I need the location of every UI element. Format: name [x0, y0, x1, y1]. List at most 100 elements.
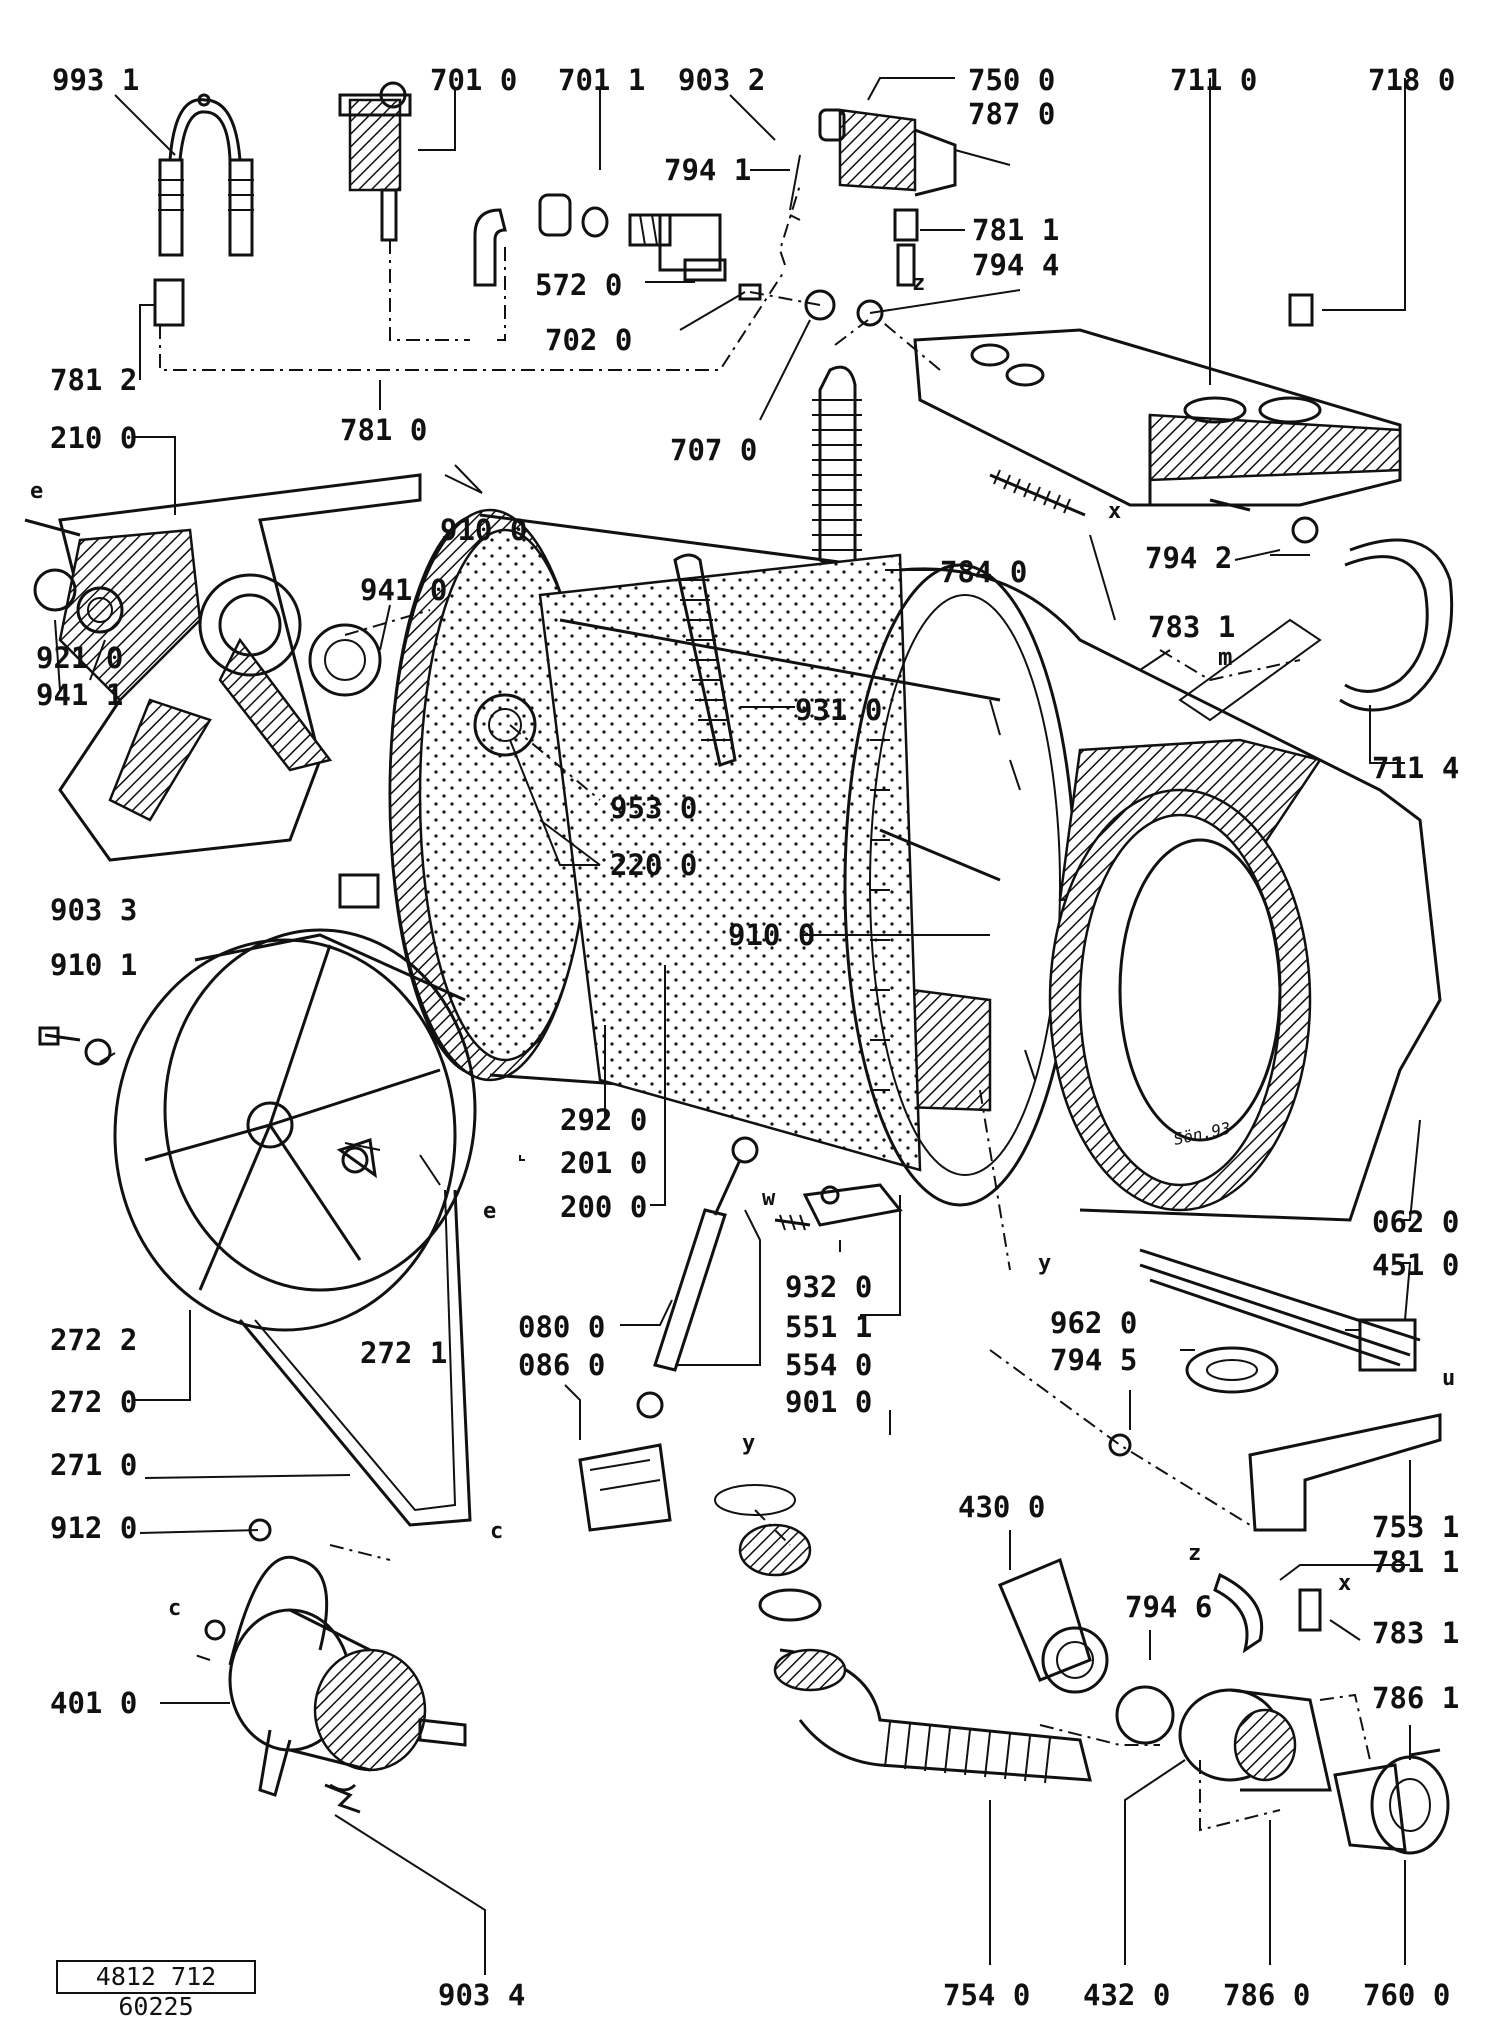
part-label-750-0: 750 0	[968, 63, 1055, 97]
dispenser-hose-drawing	[1178, 498, 1454, 722]
part-label-794-1: 794 1	[664, 153, 751, 187]
part-label-781-1-top: 781 1	[972, 213, 1059, 247]
part-label-781-2: 781 2	[50, 363, 137, 397]
part-label-781-1-bottom: 781 1	[1372, 1545, 1459, 1579]
part-label-901-0: 901 0	[785, 1385, 872, 1419]
part-label-903-4: 903 4	[438, 1978, 525, 2012]
part-label-783-1-top: 783 1	[1148, 610, 1235, 644]
part-label-272-2: 272 2	[50, 1323, 137, 1357]
part-label-718-0: 718 0	[1368, 63, 1455, 97]
drain-hose-drawing	[714, 1484, 1092, 1784]
drain-pump-drawing	[998, 1557, 1450, 1855]
inlet-valve-drawing	[473, 193, 727, 287]
part-label-786-1: 786 1	[1372, 1681, 1459, 1715]
part-label-783-1-bottom: 783 1	[1372, 1616, 1459, 1650]
part-label-931-0: 931 0	[795, 693, 882, 727]
part-label-781-0: 781 0	[340, 413, 427, 447]
dispenser-housing-drawing	[913, 293, 1402, 507]
outer-tub-front-drawing: Sön.93	[843, 563, 1442, 1222]
part-label-711-4: 711 4	[1372, 751, 1459, 785]
part-label-932-0: 932 0	[785, 1270, 872, 1304]
part-label-910-0-top: 910 0	[440, 513, 527, 547]
part-labels: 993 1 701 0 701 1 903 2 750 0 787 0 711 …	[36, 63, 1459, 2012]
bolt-washer-drawing	[38, 1026, 112, 1066]
part-label-903-2: 903 2	[678, 63, 765, 97]
part-label-271-0: 271 0	[50, 1448, 137, 1482]
hose-connector-drawing	[153, 93, 254, 327]
part-label-753-1: 753 1	[1372, 1510, 1459, 1544]
part-label-701-0: 701 0	[430, 63, 517, 97]
part-label-086-0: 086 0	[518, 1348, 605, 1382]
part-label-787-0: 787 0	[968, 97, 1055, 131]
marker-c-motor: c	[168, 1596, 181, 1621]
part-label-794-2: 794 2	[1145, 541, 1232, 575]
part-label-941-1: 941 1	[36, 678, 123, 712]
marker-z-top: z	[912, 271, 925, 296]
part-label-711-0: 711 0	[1170, 63, 1257, 97]
part-label-953-0: 953 0	[610, 791, 697, 825]
part-label-062-0: 062 0	[1372, 1205, 1459, 1239]
assembly-lines	[159, 184, 1371, 1832]
marker-c-belt: c	[490, 1519, 503, 1544]
marker-m: m	[1218, 643, 1232, 671]
part-label-551-1: 551 1	[785, 1310, 872, 1344]
part-label-941-0: 941 0	[360, 573, 447, 607]
part-label-272-1: 272 1	[360, 1336, 447, 1370]
part-label-210-0: 210 0	[50, 421, 137, 455]
marker-u: u	[1442, 1366, 1455, 1391]
marker-e-pulley: e	[483, 1199, 496, 1224]
part-label-432-0: 432 0	[1083, 1978, 1170, 2012]
spider-bracket-drawing	[24, 473, 422, 862]
letter-markers: e x z m e w y u y c c z x	[30, 271, 1455, 1621]
marker-x-top: x	[1108, 499, 1121, 524]
spring-hose-drawing	[989, 469, 1086, 517]
part-label-786-0: 786 0	[1223, 1978, 1310, 2012]
document-number: 4812 712 60225	[56, 1960, 256, 2021]
dispenser-valve-drawing	[789, 108, 1011, 287]
part-label-754-0: 754 0	[943, 1978, 1030, 2012]
bracket-drawing	[1248, 1413, 1442, 1532]
part-label-080-0: 080 0	[518, 1310, 605, 1344]
part-label-200-0: 200 0	[560, 1190, 647, 1224]
part-label-794-5: 794 5	[1050, 1343, 1137, 1377]
marker-e-top: e	[30, 479, 43, 504]
pressure-switch-drawing	[338, 81, 506, 341]
part-label-910-0-mid: 910 0	[728, 918, 815, 952]
part-label-993-1: 993 1	[52, 63, 139, 97]
leader-lines	[54, 77, 1421, 1975]
part-label-272-0: 272 0	[50, 1385, 137, 1419]
drive-belt-drawing	[238, 1189, 472, 1527]
shock-absorber-drawing	[578, 1136, 759, 1532]
heating-element-drawing	[1108, 1248, 1421, 1457]
part-label-912-0: 912 0	[50, 1511, 137, 1545]
motor-drawing	[204, 1518, 467, 1797]
part-label-430-0: 430 0	[958, 1490, 1045, 1524]
marker-x-bottom: x	[1338, 1571, 1351, 1596]
part-label-760-0: 760 0	[1363, 1978, 1450, 2012]
part-label-220-0: 220 0	[610, 848, 697, 882]
part-label-707-0: 707 0	[670, 433, 757, 467]
part-label-784-0: 784 0	[940, 555, 1027, 589]
part-label-572-0: 572 0	[535, 268, 622, 302]
part-label-903-3: 903 3	[50, 893, 137, 927]
sensor-drawing	[774, 1183, 903, 1252]
marker-z-bottom: z	[1188, 1541, 1201, 1566]
part-label-794-4: 794 4	[972, 248, 1059, 282]
clip-drawing	[338, 873, 380, 909]
marker-y-tub: y	[1038, 1251, 1051, 1276]
part-label-962-0: 962 0	[1050, 1306, 1137, 1340]
part-label-794-6: 794 6	[1125, 1590, 1212, 1624]
drum-pulley-drawing	[113, 928, 477, 1332]
inner-drum-drawing	[473, 553, 1001, 1172]
part-label-201-0: 201 0	[560, 1146, 647, 1180]
part-label-554-0: 554 0	[785, 1348, 872, 1382]
marker-y-hose: y	[742, 1431, 755, 1456]
marker-w: w	[762, 1186, 776, 1211]
part-label-401-0: 401 0	[50, 1686, 137, 1720]
part-label-451-0: 451 0	[1372, 1248, 1459, 1282]
part-label-702-0: 702 0	[545, 323, 632, 357]
part-label-921-0: 921 0	[36, 641, 123, 675]
part-label-292-0: 292 0	[560, 1103, 647, 1137]
spring-clip-drawing	[324, 1783, 361, 1814]
